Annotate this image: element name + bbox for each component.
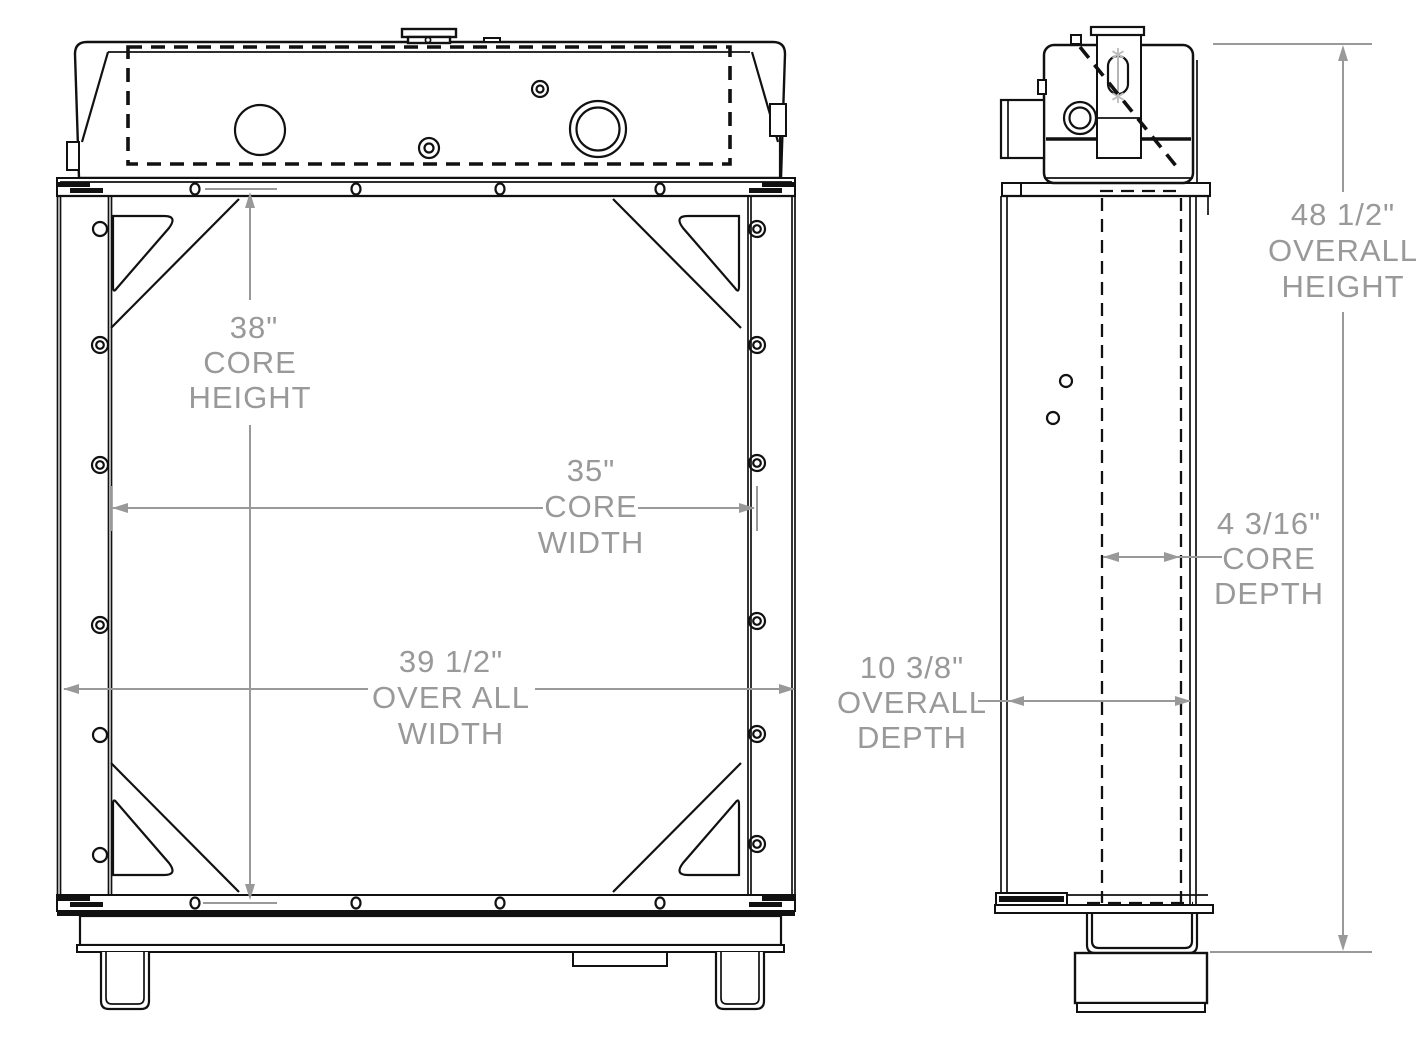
dim-overall-depth-label2: DEPTH [857, 720, 967, 755]
flange-bolt-hole [189, 182, 201, 196]
bolt-hole [91, 220, 109, 238]
dim-core-depth-value: 4 3/16" [1217, 506, 1321, 541]
dim-core-width-label2: WIDTH [538, 525, 645, 560]
side-top-tank [999, 25, 1198, 185]
dim-core-height-label2: HEIGHT [188, 380, 311, 415]
left-foot [99, 952, 151, 1011]
side-foot-pad [1073, 951, 1209, 1005]
tank-outline [73, 40, 787, 180]
right-foot [714, 952, 766, 1011]
front-bottom-flange [56, 894, 796, 916]
dim-overall-width-label2: WIDTH [398, 716, 505, 751]
dim-overall-width-value: 39 1/2" [399, 644, 503, 679]
tank-left-tab [66, 141, 80, 171]
bolt-hole [747, 724, 767, 744]
side-top-flange [1001, 182, 1211, 215]
flange-bolt-hole [494, 896, 506, 910]
bolt-hole [747, 453, 767, 473]
flange-bolt-hole [494, 182, 506, 196]
front-view [56, 27, 796, 1011]
dim-overall-width: 39 1/2" OVER ALL WIDTH [63, 644, 795, 751]
front-core-channels [56, 196, 796, 912]
bolt-hole [91, 726, 109, 744]
side-view [994, 25, 1214, 1013]
tank-port-left [233, 103, 287, 157]
flange-bolt-hole [189, 896, 201, 910]
centerline-marker [1112, 48, 1124, 61]
flange-bolt-hole [654, 182, 666, 196]
dim-overall-depth: 10 3/8" OVERALL DEPTH [837, 650, 1191, 755]
filler-cap [400, 27, 501, 45]
bolt-hole [747, 219, 767, 239]
dimension-annotations: 38" CORE HEIGHT 35" CORE WIDTH 39 1/2" O… [63, 43, 1416, 953]
dim-core-height-label1: CORE [203, 345, 297, 380]
bolt-hole [90, 455, 110, 475]
bolt-hole [90, 615, 110, 635]
dim-core-depth-label1: CORE [1222, 541, 1316, 576]
flange-bolt-hole [654, 896, 666, 910]
side-bottom [994, 892, 1214, 1013]
dim-core-depth-label2: DEPTH [1214, 576, 1324, 611]
bolt-hole [747, 834, 767, 854]
front-channel-bolt-holes [90, 219, 767, 864]
dim-overall-depth-label1: OVERALL [837, 685, 987, 720]
bolt-hole [747, 335, 767, 355]
bolt-hole [747, 611, 767, 631]
bolt-hole [90, 335, 110, 355]
front-base [76, 914, 785, 1011]
bolt-hole [91, 846, 109, 864]
tank-port-right [568, 99, 628, 159]
side-small-hole [1045, 410, 1061, 426]
flange-bolt-hole [350, 896, 362, 910]
dim-core-height-value: 38" [230, 310, 279, 345]
tank-left-bend-line [80, 51, 110, 143]
side-tank-tab [1037, 79, 1047, 95]
flange-bolt-hole [350, 182, 362, 196]
dim-overall-height-value: 48 1/2" [1291, 197, 1395, 232]
tank-hidden-outline [126, 45, 732, 166]
base-notch [572, 951, 668, 967]
dim-core-depth: 4 3/16" CORE DEPTH [1103, 506, 1324, 611]
top-fitting [483, 37, 501, 43]
tank-right-tab [769, 103, 787, 137]
tank-small-hole-center [417, 136, 441, 160]
dim-overall-height-label1: OVERALL [1268, 233, 1416, 268]
front-top-tank [66, 27, 787, 180]
tank-small-hole-right [530, 79, 550, 99]
dim-core-height: 38" CORE HEIGHT [188, 188, 311, 904]
side-filler-neck [1070, 25, 1146, 159]
dim-overall-depth-value: 10 3/8" [860, 650, 964, 685]
front-top-flange [56, 177, 796, 198]
side-core [1000, 196, 1197, 905]
side-small-hole [1058, 373, 1074, 389]
tank-hidden-diagonal [1078, 45, 1178, 168]
dim-core-width-label1: CORE [544, 489, 638, 524]
dim-overall-height: 48 1/2" OVERALL HEIGHT [1210, 43, 1416, 953]
dim-overall-width-label1: OVER ALL [372, 680, 530, 715]
dim-core-width-value: 35" [567, 453, 616, 488]
dim-overall-height-label2: HEIGHT [1281, 269, 1404, 304]
dim-core-width: 35" CORE WIDTH [110, 453, 758, 560]
front-corner-braces [110, 198, 742, 893]
